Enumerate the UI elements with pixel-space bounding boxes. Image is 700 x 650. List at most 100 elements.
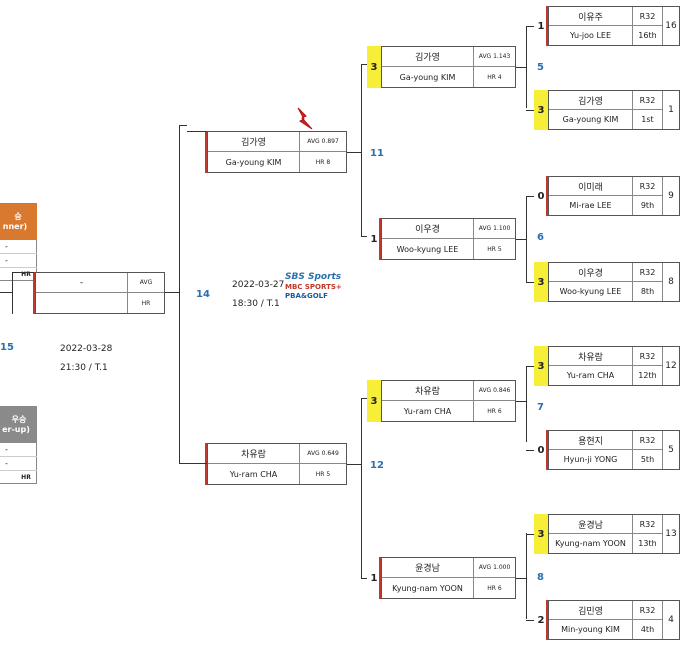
final-player-name-2 xyxy=(36,293,128,313)
final-connector xyxy=(0,292,12,293)
semi-1-en: Ga-young KIM xyxy=(208,152,300,172)
winner-hr-label: HR xyxy=(21,271,31,278)
r32-round: R32 xyxy=(633,177,663,196)
winner-row-2: - xyxy=(0,254,37,268)
lightning-icon xyxy=(297,107,313,130)
r32-tick xyxy=(526,620,534,621)
r32-score: 3 xyxy=(534,514,548,554)
runnerup-row-2: - xyxy=(0,457,37,471)
r32-tick xyxy=(526,366,534,367)
r32-rank: 13th xyxy=(633,534,663,553)
r32-bar xyxy=(546,430,548,470)
semi-2-kr: 차유람 xyxy=(208,444,300,464)
semi-2-box: 차유람 AVG 0.649 Yu-ram CHA HR 5 xyxy=(207,443,347,485)
q3-in xyxy=(361,398,367,399)
semi-1-hr: HR 8 xyxy=(315,158,331,166)
r32-round: R32 xyxy=(633,515,663,534)
r32-seed: 1 xyxy=(668,105,674,115)
q3-en: Yu-ram CHA xyxy=(382,401,474,421)
final-left-bar xyxy=(33,272,35,314)
sbs-sports-logo: SBS Sports xyxy=(285,272,342,282)
q3-hr: HR 6 xyxy=(487,407,502,415)
r32-tick xyxy=(526,282,534,283)
r32-kr: 용현지 xyxy=(549,431,633,450)
pba-golf-logo: PBA&GOLF xyxy=(285,292,328,300)
final-player-name: - xyxy=(36,273,128,293)
runnerup-header: 우승 er-up) xyxy=(0,407,37,443)
m5-out xyxy=(516,67,526,68)
runnerup-hr-label: HR xyxy=(21,474,31,481)
r32-rank: 4th xyxy=(633,620,663,639)
semi-1-kr: 김가영 xyxy=(208,132,300,152)
semi-2-in xyxy=(187,463,207,464)
r32-round: R32 xyxy=(633,601,663,620)
r32-tick xyxy=(526,450,534,451)
r32-bar xyxy=(546,176,548,216)
r32-kr: 차유람 xyxy=(549,347,633,366)
q4-in xyxy=(361,578,367,579)
winner-card: 승 nner) - - HR xyxy=(0,203,37,281)
q4-avg: AVG 1.000 xyxy=(474,558,515,578)
r32-score: 3 xyxy=(534,346,548,386)
q3-kr: 차유람 xyxy=(382,381,474,401)
r32-seed: 4 xyxy=(668,615,674,625)
match-14-number: 14 xyxy=(196,289,210,300)
q1-box: 김가영 AVG 1.143 Ga-young KIM HR 4 xyxy=(381,46,516,88)
r32-kr: 윤경남 xyxy=(549,515,633,534)
q1-kr: 김가영 xyxy=(382,47,474,67)
final-avg-label: AVG xyxy=(128,273,164,293)
q2-box: 이우경 AVG 1.100 Woo-kyung LEE HR 5 xyxy=(381,218,516,260)
r32-seed: 16 xyxy=(665,21,677,31)
r32-kr: 김민영 xyxy=(549,601,633,620)
q4-box: 윤경남 AVG 1.000 Kyung-nam YOON HR 6 xyxy=(381,557,516,599)
runnerup-subtitle: er-up) xyxy=(2,425,30,434)
r32-kr: 이미래 xyxy=(549,177,633,196)
r32-score: 0 xyxy=(537,444,545,456)
q3-avg: AVG 0.846 xyxy=(474,381,515,401)
winner-row-1: - xyxy=(0,240,37,254)
winner-header: 승 nner) xyxy=(0,204,37,240)
r32-kr: 이우경 xyxy=(549,263,633,282)
r32-rank: 16th xyxy=(633,26,663,45)
m5-bracket xyxy=(526,26,527,108)
semi-2-en: Yu-ram CHA xyxy=(208,464,300,484)
match-15-number: 15 xyxy=(0,342,14,353)
q2-score: 1 xyxy=(370,233,378,245)
q2-en: Woo-kyung LEE xyxy=(382,239,474,259)
r32-en: Ga-young KIM xyxy=(549,110,633,129)
r32-en: Kyung-nam YOON xyxy=(549,534,633,553)
semi-1-avg: AVG 0.897 xyxy=(300,132,346,152)
m8-bracket xyxy=(526,533,527,619)
semi-2-bar xyxy=(205,443,207,485)
match-11-number: 11 xyxy=(370,148,384,159)
q4-kr: 윤경남 xyxy=(382,558,474,578)
match-5-number: 5 xyxy=(537,62,544,73)
q2-in xyxy=(361,236,367,237)
q1-score: 3 xyxy=(367,46,381,88)
r32-bar xyxy=(546,6,548,46)
r32-seed: 9 xyxy=(668,191,674,201)
semi-2-avg: AVG 0.649 xyxy=(300,444,346,464)
m6-out xyxy=(516,239,526,240)
r32-en: Hyun-ji YONG xyxy=(549,450,633,469)
semi-bracket-v xyxy=(179,125,180,463)
semi-1-in xyxy=(187,131,207,132)
q1-in xyxy=(361,64,367,65)
q4-en: Kyung-nam YOON xyxy=(382,578,474,598)
semi-bottom-tick xyxy=(179,463,187,464)
mbc-sports-logo: MBC SPORTS+ xyxy=(285,283,342,291)
winner-subtitle: nner) xyxy=(2,222,28,231)
m12-bracket-v xyxy=(361,398,362,578)
match-6-number: 6 xyxy=(537,232,544,243)
m7-out xyxy=(516,401,526,402)
r32-score: 0 xyxy=(537,190,545,202)
q2-hr: HR 5 xyxy=(487,245,502,253)
m7-bracket xyxy=(526,366,527,442)
r32-tick xyxy=(526,534,534,535)
match-7-number: 7 xyxy=(537,402,544,413)
r32-en: Min-young KIM xyxy=(549,620,633,639)
r32-rank: 8th xyxy=(633,282,663,301)
r32-en: Woo-kyung LEE xyxy=(549,282,633,301)
